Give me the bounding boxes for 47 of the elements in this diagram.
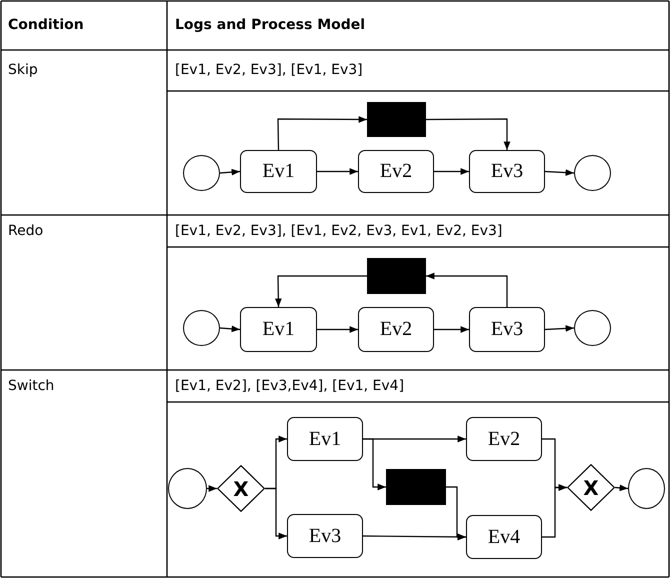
arrow — [220, 326, 240, 332]
activity-box: Ev3 — [287, 514, 363, 558]
event-circle — [628, 468, 665, 509]
condition-name: Switch — [8, 377, 54, 395]
activity-box: Ev2 — [358, 307, 434, 352]
event-circle — [183, 155, 220, 191]
arrow — [363, 438, 386, 490]
activity-box: Ev3 — [469, 307, 545, 352]
column-header: Logs and Process Model — [175, 16, 366, 34]
condition-name: Skip — [8, 61, 38, 79]
arrow — [317, 326, 358, 333]
arrow — [544, 325, 574, 332]
arrow — [363, 534, 466, 540]
column-header: Condition — [8, 16, 84, 34]
activity-box: Ev1 — [240, 307, 317, 352]
arrow — [542, 484, 567, 538]
log-traces-text: [Ev1, Ev2], [Ev3,Ev4], [Ev1, Ev4] — [175, 377, 404, 395]
gateway-diamond: X — [217, 465, 265, 512]
filled-activity-box — [367, 102, 426, 137]
event-circle — [574, 310, 611, 346]
activity-box: Ev2 — [358, 150, 434, 193]
log-traces-text: [Ev1, Ev2, Ev3], [Ev1, Ev2, Ev3, Ev1, Ev2, Ev3] — [175, 222, 502, 240]
arrow — [426, 118, 510, 150]
filled-activity-box — [367, 258, 426, 294]
arrow — [265, 488, 287, 540]
arrow — [426, 272, 508, 307]
filled-activity-box — [386, 469, 446, 505]
condition-name: Redo — [8, 222, 44, 240]
arrow — [544, 169, 574, 176]
arrow — [275, 275, 367, 308]
event-circle — [168, 468, 207, 509]
arrow — [434, 168, 469, 175]
log-traces-text: [Ev1, Ev2, Ev3], [Ev1, Ev3] — [175, 61, 363, 79]
gateway-diamond: X — [567, 464, 615, 511]
activity-box: Ev1 — [240, 150, 317, 193]
activity-box: Ev2 — [466, 417, 542, 461]
arrow — [317, 168, 358, 175]
activity-box: Ev4 — [466, 515, 542, 559]
arrow — [614, 484, 628, 492]
arrow — [207, 485, 217, 492]
arrow — [434, 326, 469, 333]
arrow — [220, 168, 240, 176]
event-circle — [574, 155, 611, 191]
event-circle — [183, 310, 220, 346]
activity-box: Ev1 — [287, 417, 363, 461]
activity-box: Ev3 — [469, 150, 545, 193]
arrow — [277, 116, 367, 150]
